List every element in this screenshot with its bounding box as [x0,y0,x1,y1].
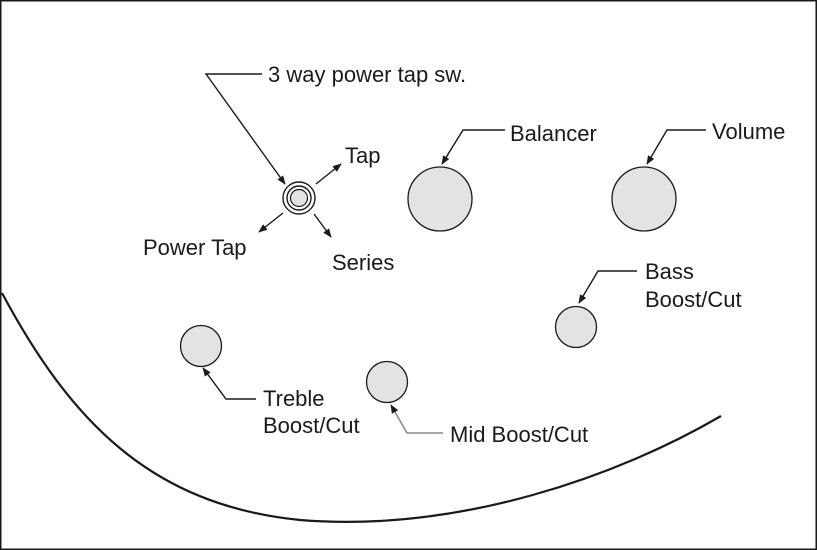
bass-knob [554,305,598,349]
bass-label-line2: Boost/Cut [645,287,742,312]
volume-leader-line [646,129,706,165]
treble-label-line2: Boost/Cut [263,413,360,438]
mid-knob [365,360,409,404]
bass-leader-line [578,270,637,304]
tap-direction-arrow [315,163,342,185]
bass-label-line1: Bass [645,259,694,284]
tap-label: Tap [345,143,380,168]
power-tap-direction-arrow [258,212,284,233]
mid-leader-line [390,404,443,434]
treble-knob [179,324,223,368]
power-tap-label: Power Tap [143,235,247,260]
series-label: Series [332,250,394,275]
balancer-knob [407,166,473,232]
body-edge-curve [1,292,722,523]
switch-leader-line [204,73,286,185]
mid-label: Mid Boost/Cut [450,422,588,447]
treble-leader-line [202,367,256,400]
treble-label-line1: Treble [263,386,325,411]
balancer-label: Balancer [510,121,597,146]
volume-label: Volume [712,119,785,144]
series-direction-arrow [313,213,332,238]
switch-label: 3 way power tap sw. [268,62,466,87]
volume-knob [611,166,677,232]
switch-center [289,188,309,208]
balancer-leader-line [441,129,505,165]
power-tap-switch [282,181,316,215]
